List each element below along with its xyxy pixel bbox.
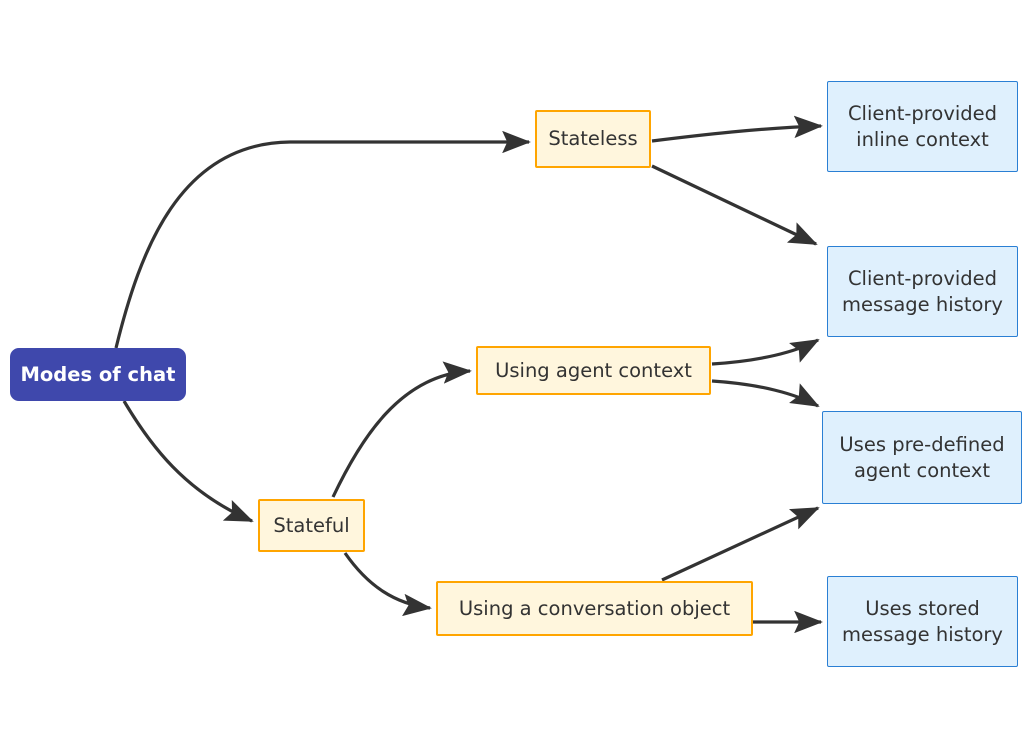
edge-agent-context-to-predefined-agent-context: [711, 379, 820, 408]
node-client-provided-message-history-label: Client-provided message history: [842, 266, 1003, 316]
node-stateful[interactable]: Stateful: [258, 499, 365, 552]
node-using-a-conversation-object[interactable]: Using a conversation object: [436, 581, 753, 636]
node-stateless[interactable]: Stateless: [535, 110, 651, 168]
node-stateless-label: Stateless: [548, 127, 638, 151]
edge-stateful-to-agent-context: [331, 361, 472, 498]
node-modes-of-chat[interactable]: Modes of chat: [10, 348, 186, 401]
node-uses-stored-message-history[interactable]: Uses stored message history: [827, 576, 1018, 667]
edge-agent-context-to-message-history: [711, 338, 820, 366]
node-using-a-conversation-object-label: Using a conversation object: [458, 596, 731, 620]
node-modes-of-chat-label: Modes of chat: [20, 362, 176, 386]
node-uses-pre-defined-agent-context[interactable]: Uses pre-defined agent context: [822, 411, 1022, 504]
edge-conversation-object-to-predefined-agent-context: [661, 506, 820, 582]
node-uses-stored-message-history-label: Uses stored message history: [842, 596, 1003, 646]
node-client-provided-inline-context-label: Client-provided inline context: [847, 101, 998, 151]
edge-root-to-stateless: [114, 130, 531, 349]
node-using-agent-context[interactable]: Using agent context: [476, 346, 711, 395]
edge-stateless-to-message-history: [651, 164, 818, 246]
edge-stateless-to-inline-context: [651, 115, 823, 143]
node-stateful-label: Stateful: [273, 513, 350, 537]
node-using-agent-context-label: Using agent context: [495, 358, 692, 382]
node-client-provided-inline-context[interactable]: Client-provided inline context: [827, 81, 1018, 172]
node-client-provided-message-history[interactable]: Client-provided message history: [827, 246, 1018, 337]
edge-stateful-to-conversation-object: [343, 552, 432, 617]
node-uses-pre-defined-agent-context-label: Uses pre-defined agent context: [839, 432, 1005, 482]
edge-root-to-stateful: [122, 400, 254, 523]
